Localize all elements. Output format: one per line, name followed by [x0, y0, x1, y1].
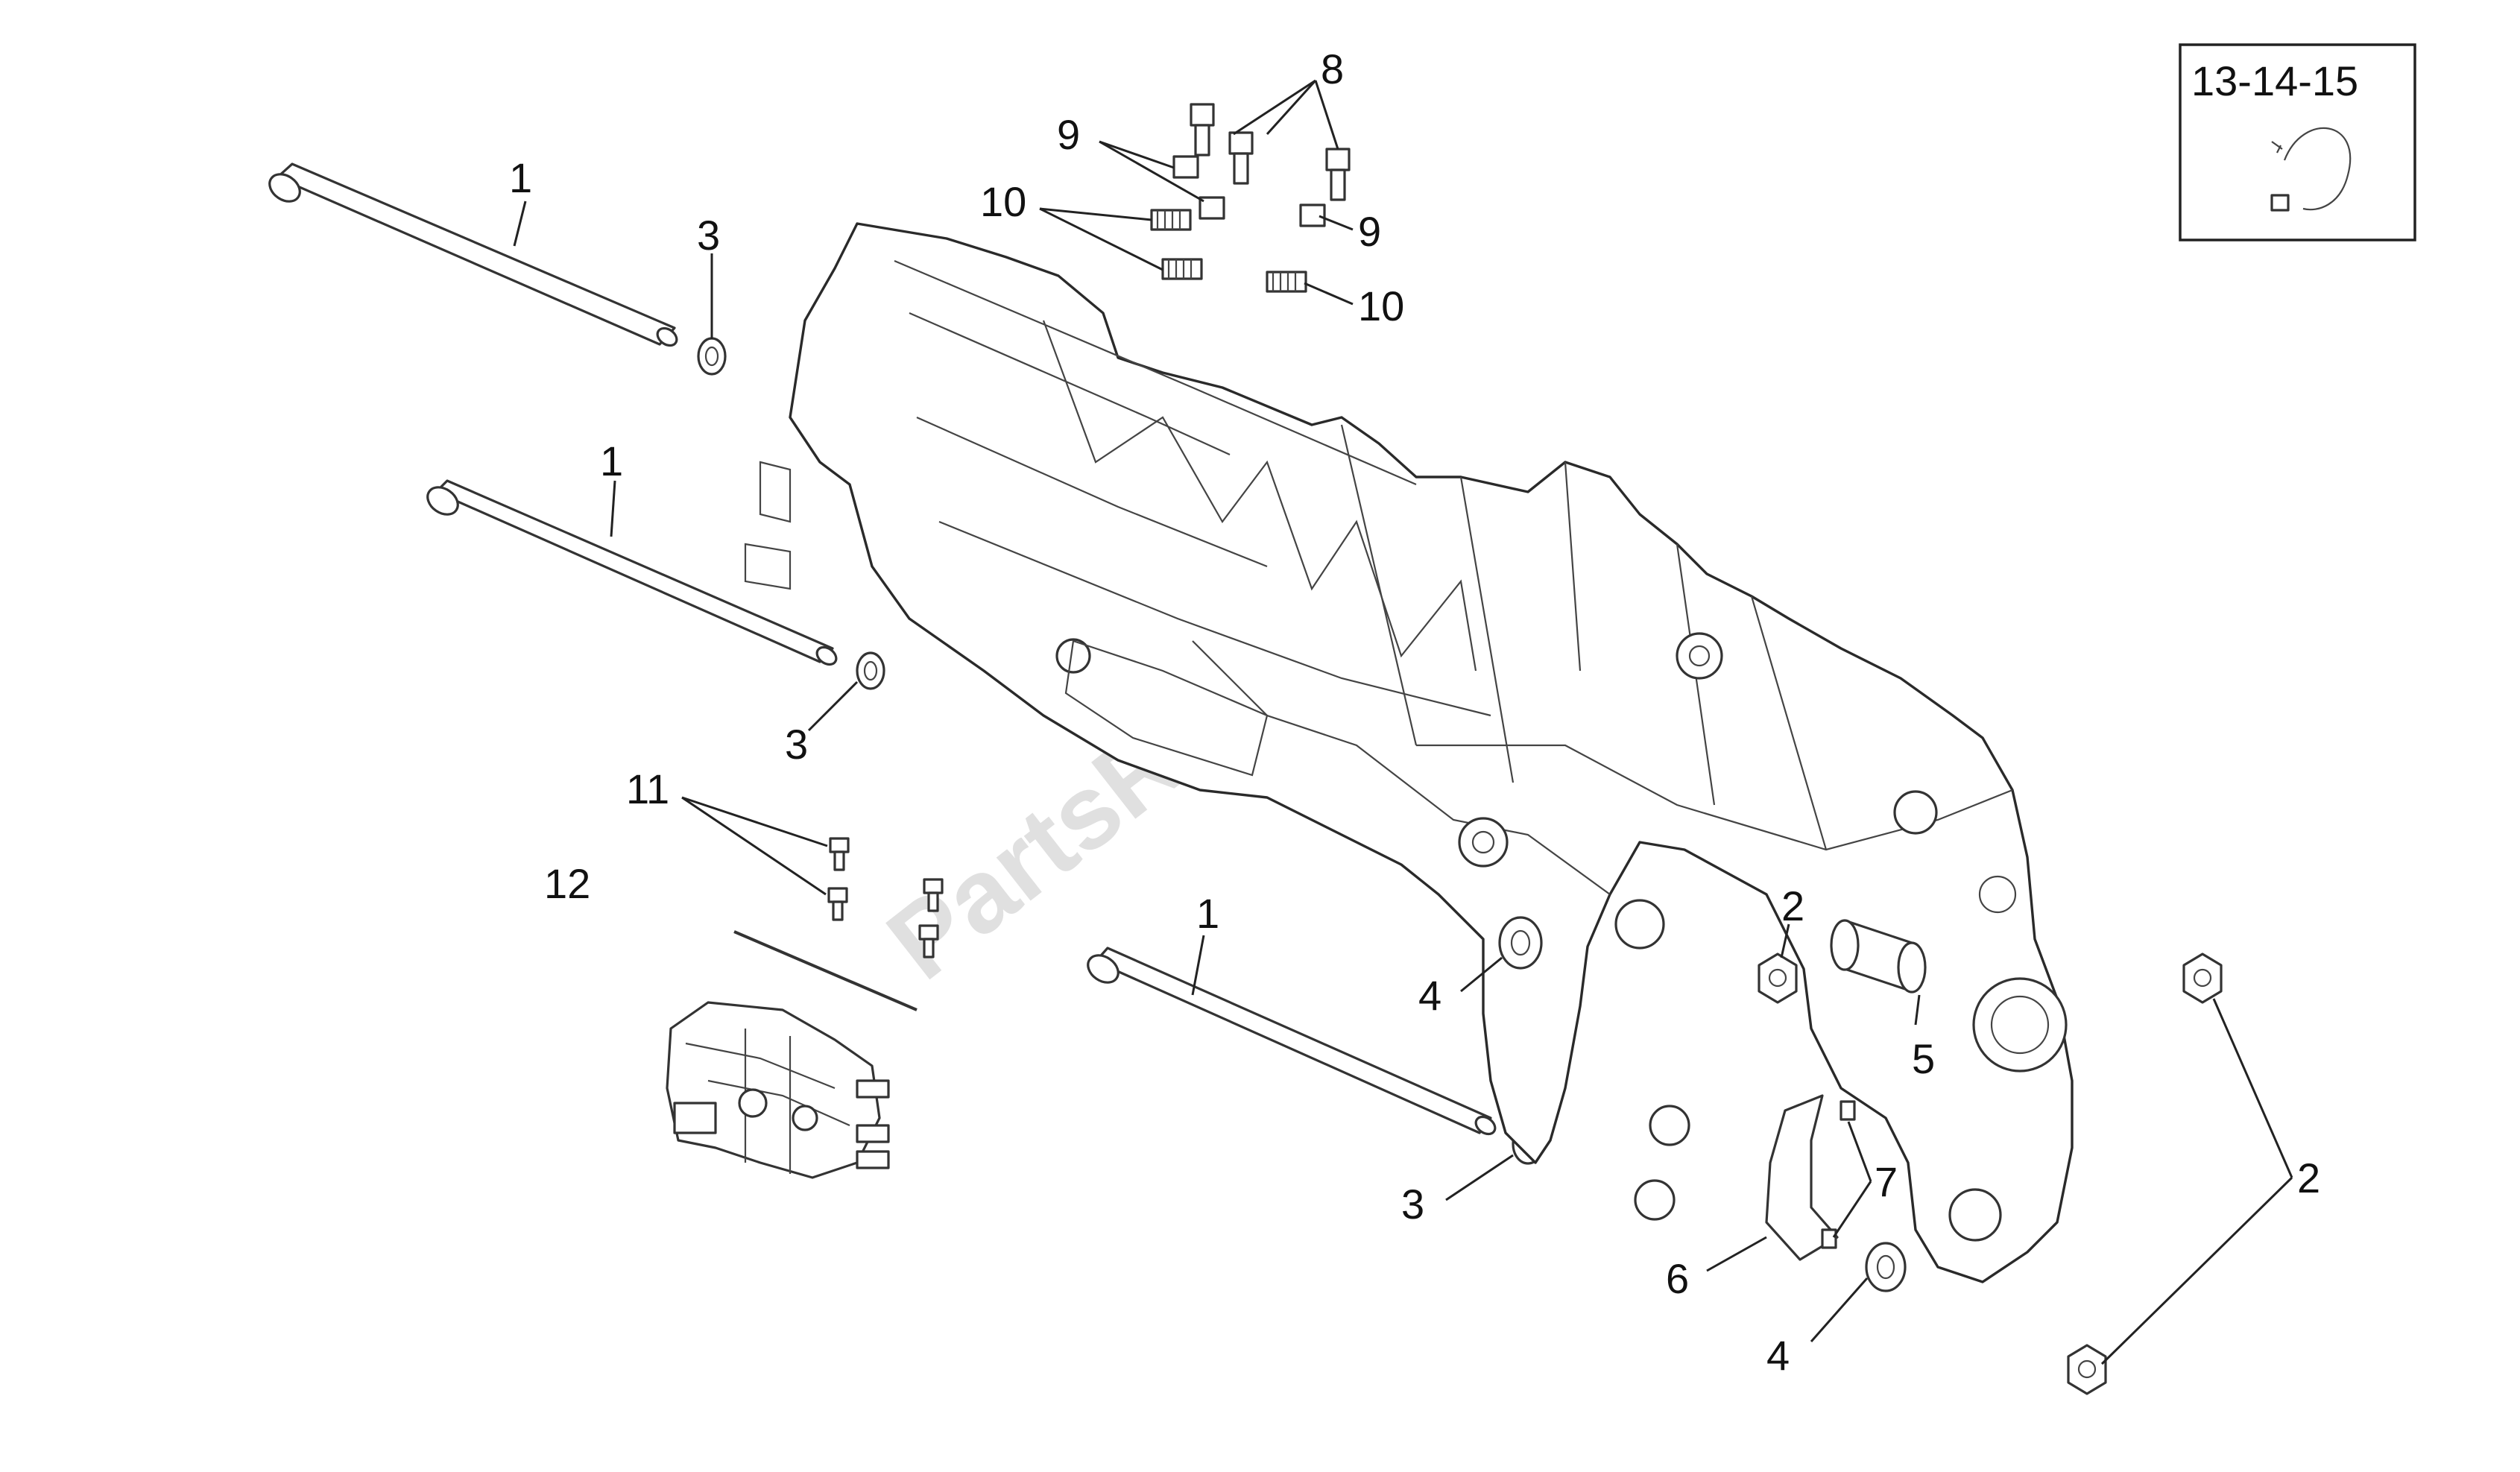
callout-3-top: 3 — [697, 212, 720, 259]
callout-7: 7 — [1875, 1158, 1898, 1205]
callout-1-bottom: 1 — [1196, 890, 1219, 937]
callout-9-right: 9 — [1358, 208, 1381, 255]
callout-1-middle: 1 — [600, 438, 623, 484]
callout-12: 12 — [544, 860, 590, 907]
year-box-label: 13-14-15 — [2191, 57, 2358, 104]
callout-2-right: 2 — [2297, 1154, 2320, 1201]
spring-10-c — [1266, 271, 1307, 293]
spacer-4-upper — [1498, 916, 1543, 970]
spacer-4-lower — [1865, 1242, 1907, 1292]
bolts-11 — [827, 837, 944, 958]
callout-9-left: 9 — [1057, 111, 1080, 158]
callout-3-middle: 3 — [785, 721, 808, 768]
callout-10-right: 10 — [1358, 282, 1404, 329]
callout-5: 5 — [1912, 1035, 1935, 1082]
callout-6: 6 — [1666, 1255, 1689, 1302]
year-box: 13-14-15 — [2179, 43, 2416, 241]
washer-3-middle — [856, 651, 885, 690]
screw-7-bottom — [1821, 1228, 1837, 1249]
long-bolt-1-middle — [426, 479, 838, 666]
top-fasteners — [1150, 103, 1351, 293]
callout-10-left: 10 — [980, 178, 1026, 225]
nut-2-right-top — [2182, 953, 2223, 1004]
long-bolt-1-top — [268, 162, 678, 347]
spring-10-b — [1161, 258, 1203, 280]
bolt-8-c — [1325, 148, 1351, 201]
callout-11: 11 — [626, 765, 669, 812]
callout-1-top: 1 — [509, 154, 532, 201]
callout-4-upper: 4 — [1418, 972, 1441, 1019]
cable-12 — [733, 930, 918, 1011]
callout-2-left: 2 — [1781, 882, 1804, 929]
callout-8: 8 — [1321, 45, 1344, 92]
nut-2-right-bottom — [2067, 1344, 2107, 1395]
leader-lines — [513, 79, 2293, 1365]
bolt-8-b — [1228, 131, 1254, 185]
bushing-5 — [1830, 919, 1927, 994]
bolt-8-a — [1190, 103, 1215, 157]
nut-2-left — [1758, 953, 1798, 1004]
callouts: 1 3 1 3 8 9 10 9 10 11 12 1 4 3 2 5 7 6 … — [509, 45, 2320, 1379]
washer-3-top — [697, 337, 727, 376]
bushing-9-a — [1172, 155, 1199, 179]
callout-3-bottom: 3 — [1401, 1181, 1424, 1228]
hose-clamp-icon — [2270, 127, 2352, 212]
bushing-9-b — [1199, 196, 1225, 220]
control-unit — [666, 1001, 890, 1179]
spring-10-a — [1150, 209, 1192, 231]
long-bolt-1-bottom — [1087, 947, 1497, 1136]
motorcycle-frame — [744, 222, 2074, 1283]
bushing-9-c — [1299, 203, 1326, 227]
screw-7-top — [1840, 1100, 1856, 1121]
callout-4-lower: 4 — [1766, 1332, 1790, 1379]
bracket-plate-6 — [1765, 1094, 1839, 1261]
